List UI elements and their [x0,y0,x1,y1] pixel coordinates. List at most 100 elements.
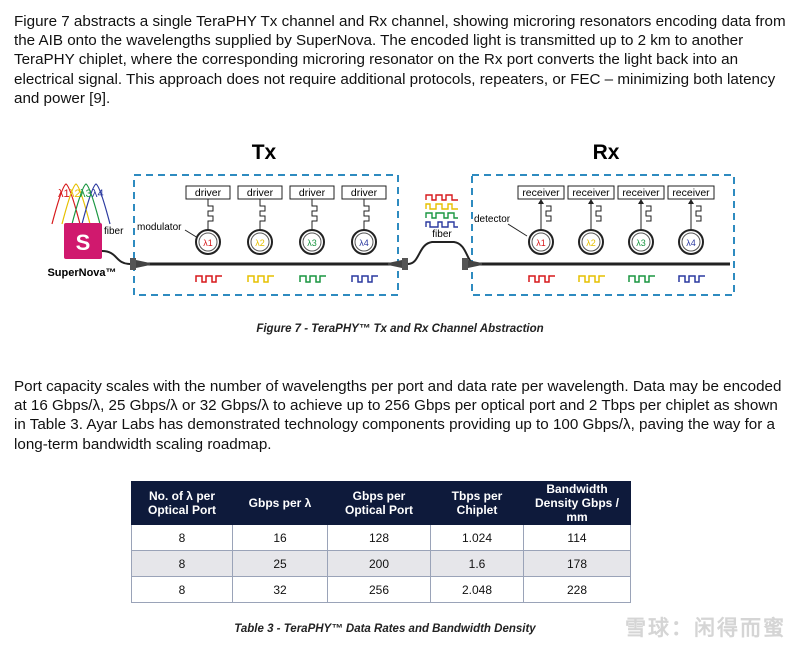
rx-data-waveform [628,275,655,283]
table-cell: 114 [523,524,631,551]
rx-title: Rx [593,141,620,164]
table-cell: 8 [131,524,233,551]
rx-channel-2: receiver λ2 [567,185,615,283]
ring-lambda-symbol: λ3 [636,238,646,248]
driver-label: driver [351,187,378,199]
ring-lambda-symbol: λ1 [536,238,546,248]
table-cell: 8 [131,576,233,603]
table-header: Bandwidth Density Gbps / mm [523,481,631,525]
table-cell: 8 [131,550,233,577]
figure-caption: Figure 7 - TeraPHY™ Tx and Rx Channel Ab… [256,323,544,335]
data-rates-table: No. of λ per Optical Port Gbps per λ Gbp… [131,481,631,603]
ring-lambda-symbol: λ4 [686,238,696,248]
table-cell: 1.024 [430,524,524,551]
detector-ring-outer [578,229,604,255]
ring-lambda-symbol: λ2 [586,238,596,248]
driver-label: driver [247,187,274,199]
table-cell: 1.6 [430,550,524,577]
detector-ring-inner [681,232,701,252]
table-row: 8 25 200 1.6 178 [131,550,631,577]
ring-lambda-symbol: λ4 [359,238,369,248]
table-header: Tbps per Chiplet [430,481,524,525]
table-cell: 128 [327,524,431,551]
supernova-label: SuperNova™ [47,267,116,279]
tx-channel-2: driver λ2 [237,185,283,283]
ring-lambda-symbol: λ2 [255,238,265,248]
fiber-label-mid: fiber [432,229,452,240]
table-row: 8 32 256 2.048 228 [131,576,631,603]
rx-data-waveform [678,275,705,283]
modulator-ring-outer [299,229,325,255]
rx-data-waveform [528,275,555,283]
watermark: 雪球：闲得而蜜 [625,616,786,640]
driver-signal [363,199,370,230]
detector-ring-inner [531,232,551,252]
lambda3-symbol: λ3 [80,188,92,200]
modulator-label: modulator [137,222,182,233]
driver-label: driver [299,187,326,199]
rx-channel-3: receiver λ3 [617,185,665,283]
tx-channel-1: driver λ1 [185,185,231,283]
lambda1-peak [51,183,81,225]
arrowhead [538,199,544,204]
tx-taper-right [388,260,402,268]
table-header-row: No. of λ per Optical Port Gbps per λ Gbp… [131,481,631,525]
fiber-waveform-4 [425,221,458,228]
receiver-signal [595,205,602,222]
intro-paragraph: Figure 7 abstracts a single TeraPHY Tx c… [14,13,786,107]
channel-abstraction-figure: Tx Rx λ1 λ2 λ3 λ4 S SuperNova™ fiber mod… [47,141,735,296]
table-cell: 200 [327,550,431,577]
fiber-label-left: fiber [104,226,124,237]
receiver-signal [545,205,552,222]
tx-data-waveform [195,275,222,283]
middle-fiber [407,241,477,265]
modulator-ring-outer [247,229,273,255]
table-cell: 256 [327,576,431,603]
ring-lambda-symbol: λ3 [307,238,317,248]
tx-dashed-box [133,174,399,296]
rx-input-coupler [462,258,468,270]
table-cell: 16 [232,524,328,551]
fiber-waveform-2 [425,203,458,210]
tx-title: Tx [252,141,277,164]
ring-lambda-symbol: λ1 [203,238,213,248]
tx-data-waveform [247,275,274,283]
driver-signal [207,199,214,230]
tx-data-waveform [299,275,326,283]
table-cell: 2.048 [430,576,524,603]
detector-ring-outer [528,229,554,255]
lambda4-peak [81,183,111,225]
rx-channel-4: receiver λ4 [667,185,715,283]
modulator-ring-inner [302,232,322,252]
detector-pointer [507,223,528,237]
detector-label: detector [474,214,511,225]
table-header: Gbps per Optical Port [327,481,431,525]
lambda2-peak [61,183,91,225]
modulator-ring-inner [250,232,270,252]
lambda4-symbol: λ4 [92,188,104,200]
receiver-label: receiver [672,187,710,199]
modulator-pointer [184,229,199,239]
rx-channel-1: receiver λ1 [517,185,565,283]
receiver-signal [695,205,702,222]
table-caption: Table 3 - TeraPHY™ Data Rates and Bandwi… [234,623,536,635]
arrowhead [638,199,644,204]
tx-input-coupler [130,258,136,270]
table-header: Gbps per λ [232,481,328,525]
table-cell: 32 [232,576,328,603]
modulator-ring-inner [354,232,374,252]
arrowhead [688,199,694,204]
rx-taper-left [468,260,482,268]
receiver-label: receiver [622,187,660,199]
rx-data-waveform [578,275,605,283]
lambda1-symbol: λ1 [58,188,70,200]
receiver-signal [645,205,652,222]
table-cell: 178 [523,550,631,577]
detector-ring-outer [678,229,704,255]
receiver-label: receiver [572,187,610,199]
modulator-ring-inner [198,232,218,252]
arrowhead [588,199,594,204]
modulator-ring-outer [195,229,221,255]
receiver-label: receiver [522,187,560,199]
tx-channel-4: driver λ4 [341,185,387,283]
